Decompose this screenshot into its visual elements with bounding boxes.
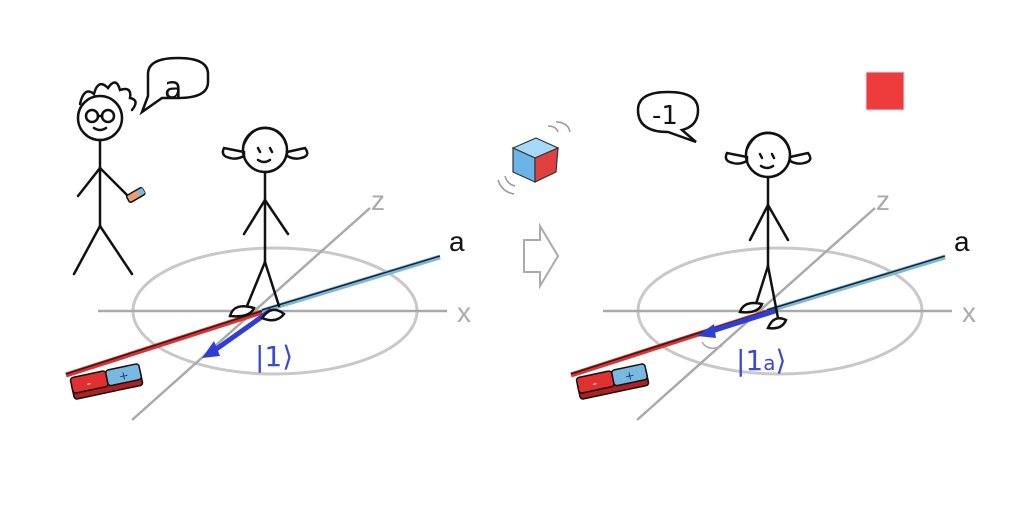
left-z-axis-label: z	[371, 185, 385, 216]
right-speech-bubble: -1	[636, 90, 700, 144]
svg-text:+: +	[117, 368, 130, 384]
left-state-label: |1⟩	[255, 340, 293, 373]
svg-text:-: -	[591, 376, 598, 391]
right-z-axis-label: z	[876, 185, 890, 216]
remote-control-icon	[125, 186, 146, 203]
right-state-vector-arrowhead	[697, 324, 716, 338]
right-magnet-icon: - +	[575, 363, 650, 400]
hollow-right-arrow-icon	[523, 222, 560, 290]
svg-text:+: +	[623, 368, 636, 384]
left-a-axis-label: a	[449, 226, 465, 257]
right-state-vector	[709, 308, 778, 334]
right-state-label-prefix: |1	[736, 344, 763, 377]
right-speech-bubble-text: -1	[652, 101, 678, 131]
right-state-label: |1a⟩	[736, 344, 786, 377]
left-panel: x z a |1⟩ - +	[65, 56, 471, 421]
left-x-axis-label: x	[457, 297, 471, 328]
rotation-hint-arc	[701, 341, 723, 349]
right-panel: x z a |1a⟩ - + -1	[570, 71, 976, 421]
measurement-cube-icon	[497, 121, 571, 195]
left-speech-bubble-text: a	[164, 71, 182, 106]
left-state-vector-arrowhead	[202, 341, 220, 358]
left-a-axis-negative	[65, 309, 263, 378]
right-state-label-subscript: a	[763, 351, 775, 375]
left-a-axis-positive	[261, 254, 441, 314]
left-a-axis-negative-edge	[65, 310, 263, 375]
left-magnet-icon: - +	[69, 363, 144, 400]
svg-text:-: -	[85, 376, 92, 391]
transition-area	[497, 121, 571, 290]
right-a-axis-label: a	[954, 226, 970, 257]
measurement-result-indicator	[865, 71, 905, 111]
right-a-axis-positive-edge	[766, 255, 946, 311]
right-a-axis-positive	[766, 254, 946, 314]
right-state-label-suffix: ⟩	[776, 344, 787, 377]
scientist-figure	[72, 81, 137, 276]
left-speech-bubble: a	[139, 56, 210, 116]
left-a-axis-positive-edge	[261, 255, 441, 311]
girl-figure-right	[724, 131, 812, 330]
girl-figure-left	[221, 126, 309, 322]
right-x-axis-label: x	[962, 297, 976, 328]
